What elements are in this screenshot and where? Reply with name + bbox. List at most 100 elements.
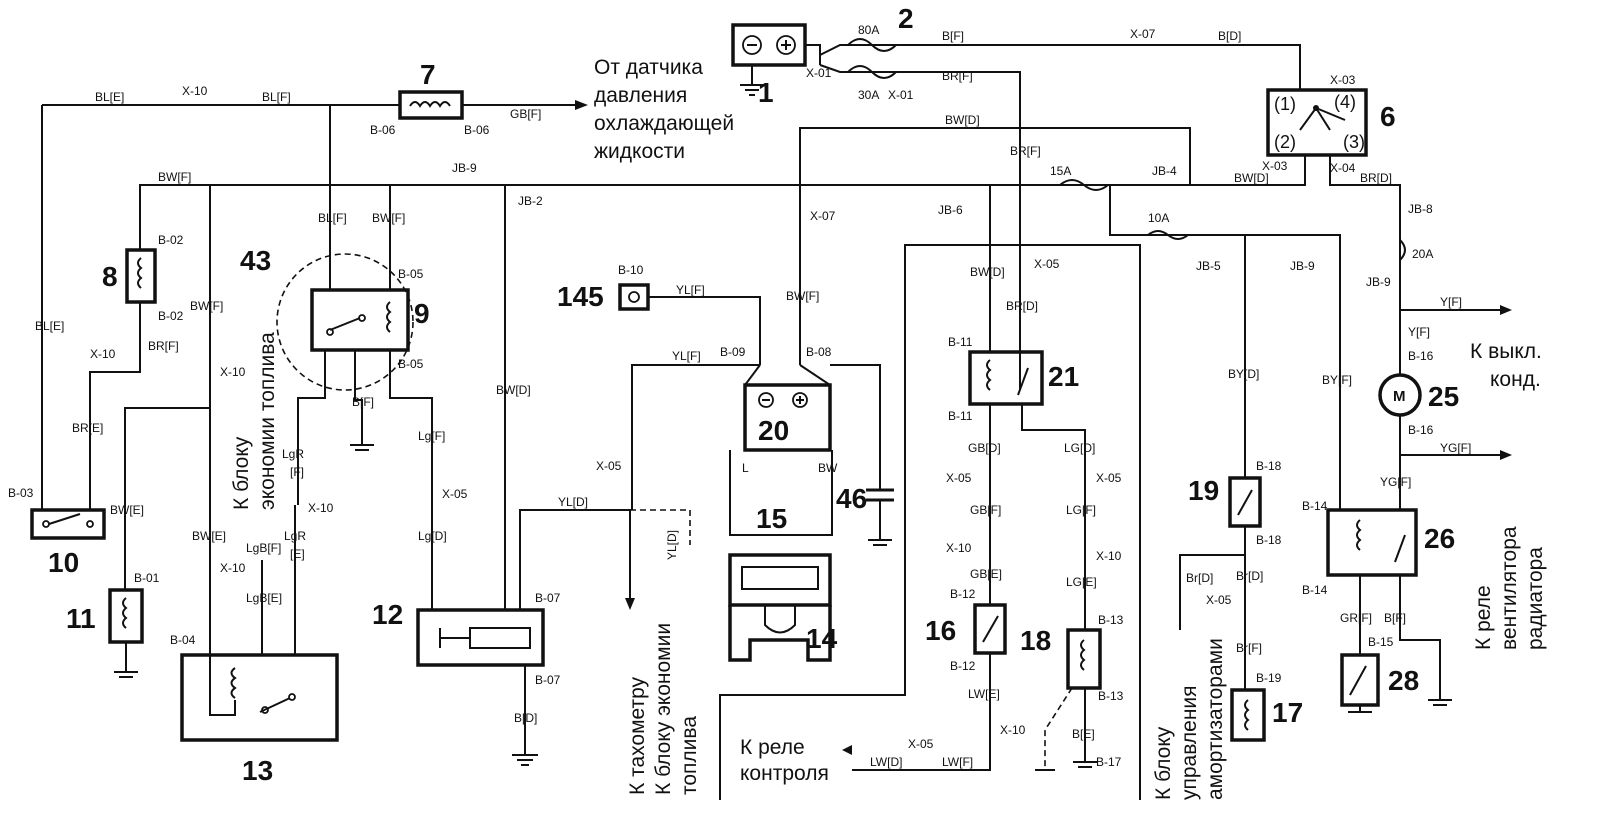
- component-number-25: 25: [1428, 381, 1459, 412]
- wire-label: X-10: [220, 365, 246, 379]
- wire-label: B-17: [1096, 755, 1122, 769]
- note-relay-ctrl-2: контроля: [740, 762, 829, 785]
- wire-label: BW[D]: [1234, 171, 1269, 185]
- wire-label: B[D]: [1218, 29, 1241, 43]
- wire-label: B-13: [1098, 689, 1124, 703]
- note-fuel-econ-2: экономии топлива: [256, 332, 279, 510]
- wire-label: X-10: [90, 347, 116, 361]
- note-tacho-2: К блоку экономии: [652, 623, 675, 795]
- wire-label: JB-4: [1152, 164, 1177, 178]
- switch-position: (1): [1274, 94, 1296, 114]
- wire-label: B-15: [1368, 635, 1394, 649]
- wire-label: B-14: [1302, 583, 1328, 597]
- module-12: 12: [372, 599, 545, 667]
- wire-label: Br[D]: [1236, 569, 1263, 583]
- component-number-19: 19: [1188, 475, 1219, 506]
- wire-label: L: [742, 461, 749, 475]
- wire-label: B-11: [948, 335, 973, 349]
- wire-label: LW[E]: [968, 687, 1000, 701]
- component-number-11: 11: [66, 603, 96, 634]
- wire-label: B-06: [370, 123, 396, 137]
- wire-label: BW[D]: [945, 113, 980, 127]
- component-number-16: 16: [925, 615, 956, 646]
- wire-label: B-12: [950, 659, 976, 673]
- svg-text:M: M: [1393, 388, 1406, 405]
- note-coolant-2: давления: [594, 84, 687, 107]
- wire-label: [F]: [290, 465, 304, 479]
- note-relay-ctrl-1: К реле: [740, 736, 805, 759]
- wire-label: YL[D]: [558, 495, 588, 509]
- wire-label: Y[F]: [1440, 295, 1462, 309]
- note-tacho-1: К тахометру: [626, 676, 649, 795]
- wire-label: B[F]: [1384, 611, 1406, 625]
- wire-yl-12: [519, 509, 631, 610]
- wire-label: X-07: [1130, 27, 1156, 41]
- wire-label: B-05: [398, 357, 424, 371]
- component-number-1: 1: [758, 77, 774, 108]
- wire-label: X-10: [946, 541, 972, 555]
- wire-label: Br[D]: [1186, 571, 1213, 585]
- wire-label: B[E]: [1072, 727, 1095, 741]
- wire-label: B-19: [1256, 671, 1282, 685]
- component-number-9: 9: [414, 298, 430, 329]
- wire-frame: [719, 244, 1141, 800]
- component-number-21: 21: [1048, 361, 1079, 392]
- wire-label: LG[E]: [1066, 575, 1097, 589]
- wire-to-11: [124, 407, 210, 590]
- wire-label: B-06: [464, 123, 490, 137]
- wire-b-main: [900, 44, 1301, 65]
- wire-label: X-05: [596, 459, 622, 473]
- note-ac-1: К выкл.: [1470, 340, 1542, 363]
- wire-label: LW[F]: [942, 755, 973, 769]
- wire-label: JB-2: [518, 194, 543, 208]
- component-number-14: 14: [806, 623, 838, 654]
- relay-9: 9: [310, 288, 430, 352]
- sensor-11: 11: [66, 588, 144, 644]
- note-fan-2: вентилятора: [1498, 526, 1521, 650]
- wire-label: B-16: [1408, 349, 1434, 363]
- main-fuse-block-2: 80A 30A X-01 X-01 2: [806, 3, 914, 102]
- component-number-43: 43: [240, 245, 271, 276]
- wire-label: B-10: [618, 263, 644, 277]
- wire-label: YL[F]: [676, 283, 705, 297]
- note-fan-1: К реле: [1472, 585, 1495, 650]
- sensor-145: 145: [557, 281, 650, 312]
- callout-43: [276, 253, 414, 391]
- sensor-17: 17: [1230, 688, 1303, 742]
- switch-19: 19: [1188, 475, 1262, 528]
- wire-label: YL[F]: [672, 349, 701, 363]
- wire-label: YL[D]: [665, 530, 679, 560]
- component-number-6: 6: [1380, 101, 1396, 132]
- wire-br-right: [1329, 155, 1401, 310]
- wire-label: B-18: [1256, 533, 1282, 547]
- wire-label: BR[D]: [1006, 299, 1038, 313]
- wire-label: X-10: [220, 561, 246, 575]
- wire-label: JB-5: [1196, 259, 1221, 273]
- wire-label: BR[F]: [942, 69, 973, 83]
- wire-bw-bus: [700, 155, 1306, 186]
- wire-label: X-05: [1034, 257, 1060, 271]
- wire-label: B-18: [1256, 459, 1282, 473]
- fuse-10a: [1147, 230, 1189, 240]
- wire-label: LG[D]: [1064, 441, 1095, 455]
- component-number-17: 17: [1272, 697, 1303, 728]
- wire-label: X-05: [442, 487, 468, 501]
- wire-label: B[F]: [942, 29, 964, 43]
- wire-label: B-11: [948, 409, 973, 423]
- wire-label: JB-6: [938, 203, 963, 217]
- note-fan-3: радиатора: [1524, 547, 1547, 650]
- note-coolant-1: От датчика: [594, 56, 703, 79]
- wire-label: 10A: [1148, 211, 1169, 225]
- wire-label: X-10: [1096, 549, 1122, 563]
- wire-label: B-08: [806, 345, 832, 359]
- wire-label: GB[D]: [968, 441, 1001, 455]
- wire-label: X-07: [810, 209, 836, 223]
- distributor-14: 14: [728, 605, 838, 662]
- sensor-7: 7: [398, 59, 464, 120]
- wire-bw-loop: [799, 127, 1191, 365]
- wire-label: LG[F]: [1066, 503, 1096, 517]
- wire-lg-12: [389, 350, 433, 610]
- wire-label: B[D]: [514, 711, 537, 725]
- wire-label: X-05: [946, 471, 972, 485]
- wire-label: BY[D]: [1228, 367, 1259, 381]
